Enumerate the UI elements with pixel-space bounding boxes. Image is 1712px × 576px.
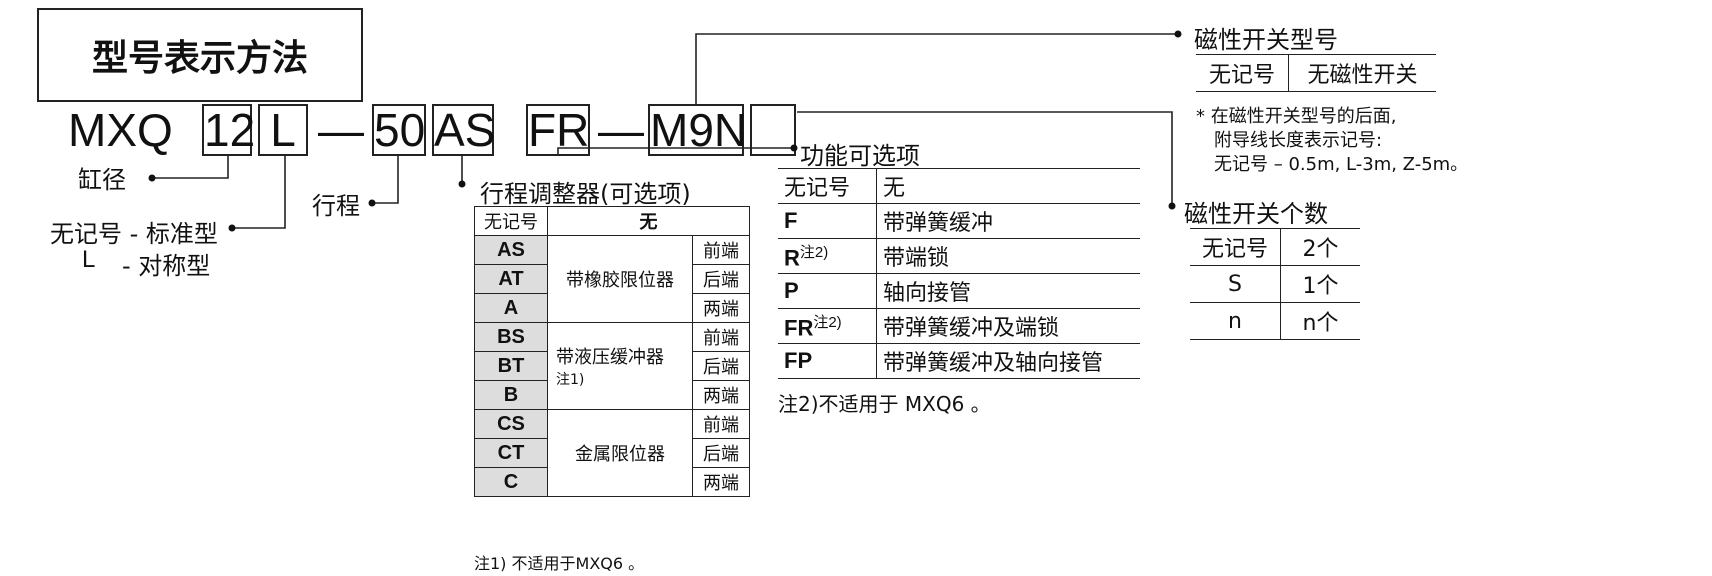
adjuster-table: 无记号 无 AS 带橡胶限位器 前端 AT 后端 A 两端 BS 带液压缓冲器 …: [474, 206, 750, 497]
adjuster-code: A: [474, 293, 548, 323]
function-desc: 带端锁: [876, 238, 1140, 274]
count-box: [750, 104, 796, 156]
adjuster-pos: 后端: [692, 438, 750, 468]
function-desc: 带弹簧缓冲及轴向接管: [876, 343, 1140, 379]
switch-model-table: 无记号 无磁性开关: [1196, 54, 1436, 92]
adjuster-pos: 两端: [692, 293, 750, 323]
functions-footnote: 注2)不适用于 MXQ6 。: [778, 392, 991, 416]
function-code: FR: [784, 315, 814, 341]
switch-count-val: 2个: [1280, 228, 1360, 266]
function-note: 注2): [813, 313, 842, 331]
switch-count-val: 1个: [1280, 265, 1360, 303]
adjuster-group-name: 金属限位器: [547, 409, 693, 497]
adjuster-group-cell: 带液压缓冲器 注1): [547, 322, 693, 410]
type-l-code: L: [82, 246, 96, 273]
switch-note-2: 附导线长度表示记号:: [1214, 130, 1383, 151]
type-l-desc: - 对称型: [122, 252, 211, 280]
function-code: F: [778, 203, 877, 239]
adjuster-pos: 后端: [692, 264, 750, 294]
functions-title: 功能可选项: [800, 142, 920, 170]
adjuster-footnote: 注1) 不适用于MXQ6 。: [474, 554, 645, 573]
adjuster-pos: 后端: [692, 351, 750, 381]
adjuster-title: 行程调整器(可选项): [480, 180, 691, 208]
functions-table: 无记号 无 F 带弹簧缓冲 R注2) 带端锁 P 轴向接管 FR注2) 带弹簧缓…: [778, 168, 1140, 379]
function-code: 无记号: [778, 168, 877, 204]
function-desc: 无: [876, 168, 1140, 204]
adjuster-code: AS: [474, 235, 548, 265]
adjuster-header-val: 无: [547, 206, 750, 236]
dash-1: —: [318, 104, 364, 156]
function-desc: 轴向接管: [876, 273, 1140, 309]
adjuster-code: B: [474, 380, 548, 410]
function-note: 注2): [799, 243, 829, 261]
bore-box: 12: [202, 104, 256, 156]
function-code: FP: [778, 343, 877, 379]
switch-model-val: 无磁性开关: [1288, 54, 1436, 92]
adjuster-code: AT: [474, 264, 548, 294]
switch-count-key: 无记号: [1190, 228, 1281, 266]
switch-model-key: 无记号: [1196, 54, 1289, 92]
adjuster-group-note: 注1): [556, 372, 585, 388]
adjuster-group-name: 带橡胶限位器: [547, 235, 693, 323]
adjuster-code: BT: [474, 351, 548, 381]
switch-count-val: n个: [1280, 302, 1360, 340]
adjuster-group-name: 带液压缓冲器: [556, 347, 664, 368]
page-title: 型号表示方法: [37, 8, 363, 102]
model-prefix: MXQ: [68, 104, 173, 156]
adjuster-header-key: 无记号: [474, 206, 548, 236]
switch-count-key: S: [1190, 265, 1281, 303]
switch-count-title: 磁性开关个数: [1184, 200, 1328, 228]
bore-label: 缸径: [78, 166, 126, 194]
adjuster-code: C: [474, 467, 548, 497]
adjuster-code: BS: [474, 322, 548, 352]
type-none-label: 无记号 - 标准型: [50, 220, 218, 248]
adjuster-pos: 两端: [692, 467, 750, 497]
function-code: R: [784, 245, 800, 271]
function-desc: 带弹簧缓冲: [876, 203, 1140, 239]
stroke-box: 50: [372, 104, 426, 156]
switch-note-3: 无记号 – 0.5m, L-3m, Z-5m。: [1214, 154, 1469, 175]
function-box: FR: [526, 104, 590, 156]
switch-count-key: n: [1190, 302, 1281, 340]
switch-model-title: 磁性开关型号: [1194, 26, 1338, 54]
function-desc: 带弹簧缓冲及端锁: [876, 308, 1140, 344]
stroke-label: 行程: [312, 192, 360, 220]
adjuster-box: AS: [432, 104, 496, 156]
adjuster-code: CT: [474, 438, 548, 468]
switch-box: M9N: [648, 104, 748, 156]
function-code: P: [778, 273, 877, 309]
type-box: L: [258, 104, 308, 156]
adjuster-pos: 前端: [692, 409, 750, 439]
adjuster-pos: 前端: [692, 322, 750, 352]
adjuster-pos: 前端: [692, 235, 750, 265]
switch-count-table: 无记号 2个 S 1个 n n个: [1190, 228, 1360, 340]
switch-note-1: * 在磁性开关型号的后面,: [1196, 106, 1397, 127]
adjuster-pos: 两端: [692, 380, 750, 410]
adjuster-code: CS: [474, 409, 548, 439]
